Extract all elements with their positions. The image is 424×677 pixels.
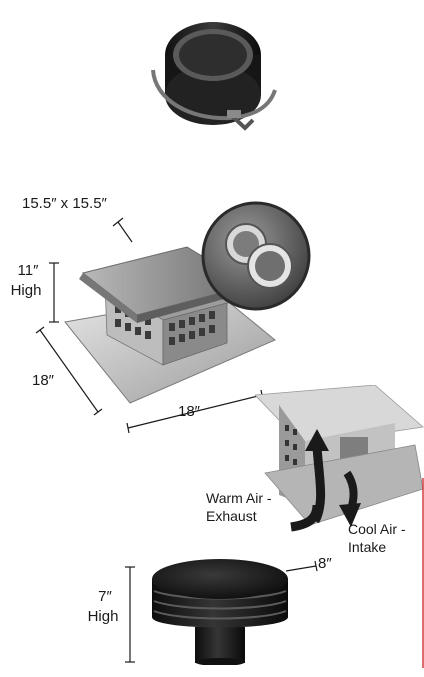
page-edge-accent	[422, 478, 424, 668]
dual-pipe-inset-icon	[201, 201, 311, 311]
base-depth-label: 18″	[32, 372, 54, 389]
airflow-cutaway-icon	[255, 385, 424, 532]
base-width-label: 18″	[178, 403, 200, 420]
roof-cap-size-label: 15.5″ x 15.5″	[22, 195, 107, 212]
wall-cap-diameter-label: 8″	[318, 555, 332, 572]
wall-cap-height-value: 7″	[98, 588, 112, 605]
round-wall-cap-icon	[152, 559, 288, 665]
cool-air-label-line1: Cool Air -	[348, 521, 406, 537]
warm-air-label-line1: Warm Air -	[206, 490, 272, 506]
cool-air-label-line2: Intake	[348, 539, 387, 555]
roof-cap-height-value: 11″	[17, 262, 39, 279]
warm-air-label-line2: Exhaust	[206, 508, 257, 524]
wall-cap-height-unit: High	[87, 608, 119, 625]
roof-cap-height-unit: High	[10, 282, 42, 299]
roof-vent-cap-icon	[64, 246, 276, 404]
duct-clamp-icon	[151, 22, 277, 131]
